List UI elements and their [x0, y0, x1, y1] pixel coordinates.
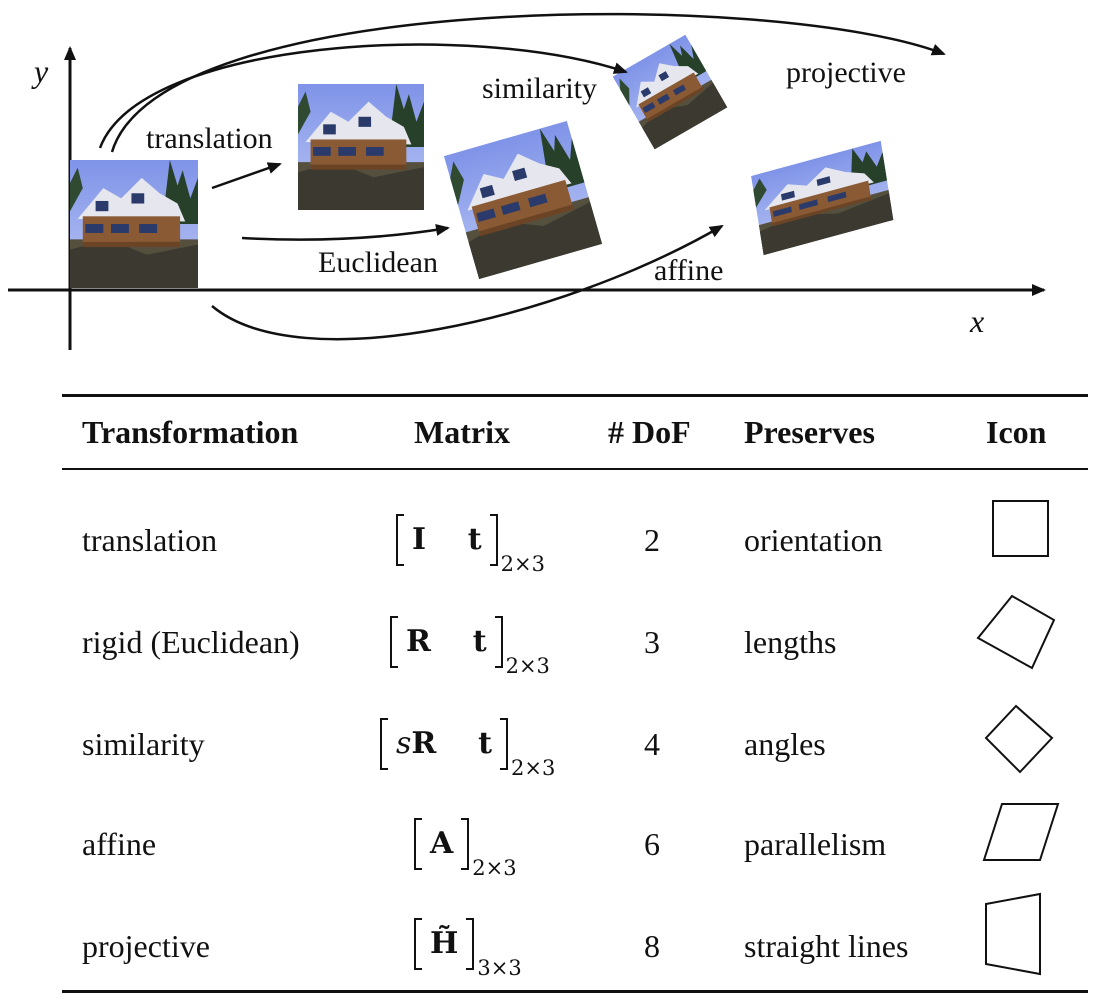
- row-rigid-preserves: lengths: [744, 624, 836, 661]
- affine-label: affine: [654, 254, 723, 287]
- translated-photo: [298, 84, 424, 210]
- row-projective-name: projective: [82, 928, 210, 965]
- translation-arrow: [212, 164, 280, 188]
- parallelogram-icon: [980, 798, 1062, 864]
- header-matrix: Matrix: [414, 414, 510, 451]
- similarity-label: similarity: [482, 72, 597, 105]
- row-affine-preserves: parallelism: [744, 826, 886, 863]
- row-projective-preserves: straight lines: [744, 928, 908, 965]
- scaled-rotated-square-icon: [982, 702, 1056, 774]
- row-translation-name: translation: [82, 522, 217, 559]
- row-projective-matrix: H̃3×3: [414, 918, 522, 970]
- row-similarity-preserves: angles: [744, 726, 826, 763]
- header-dof: # DoF: [608, 414, 691, 451]
- euclidean-label: Euclidean: [318, 246, 438, 279]
- square-icon: [982, 494, 1062, 564]
- x-axis-label: x: [969, 303, 984, 339]
- header-preserves: Preserves: [744, 414, 875, 451]
- original-photo: [70, 160, 198, 288]
- row-rigid-name: rigid (Euclidean): [82, 624, 300, 661]
- y-axis-label: y: [31, 53, 49, 89]
- table-header-rule: [62, 468, 1088, 470]
- row-similarity-name: similarity: [82, 726, 205, 763]
- row-affine-name: affine: [82, 826, 156, 863]
- affine-photo: [751, 141, 893, 255]
- rotated-square-icon: [974, 590, 1058, 676]
- euclidean-arrow: [242, 228, 448, 240]
- projective-photo: [938, 52, 1042, 204]
- affine-arrow: [212, 226, 722, 339]
- row-translation-preserves: orientation: [744, 522, 883, 559]
- similarity-photo: [613, 35, 728, 150]
- header-transformation: Transformation: [82, 414, 298, 451]
- row-rigid-dof: 3: [644, 624, 660, 661]
- row-similarity-dof: 4: [644, 726, 660, 763]
- projective-label: projective: [786, 56, 906, 89]
- translation-label: translation: [146, 122, 273, 155]
- header-icon: Icon: [986, 414, 1046, 451]
- table-top-rule: [62, 394, 1088, 397]
- euclidean-photo: [444, 121, 602, 279]
- row-projective-dof: 8: [644, 928, 660, 965]
- row-affine-dof: 6: [644, 826, 660, 863]
- trapezoid-icon: [982, 890, 1048, 980]
- transformation-diagram: y x translation Euclidean similarity aff…: [0, 0, 1120, 380]
- row-translation-dof: 2: [644, 522, 660, 559]
- table-bottom-rule: [62, 990, 1088, 993]
